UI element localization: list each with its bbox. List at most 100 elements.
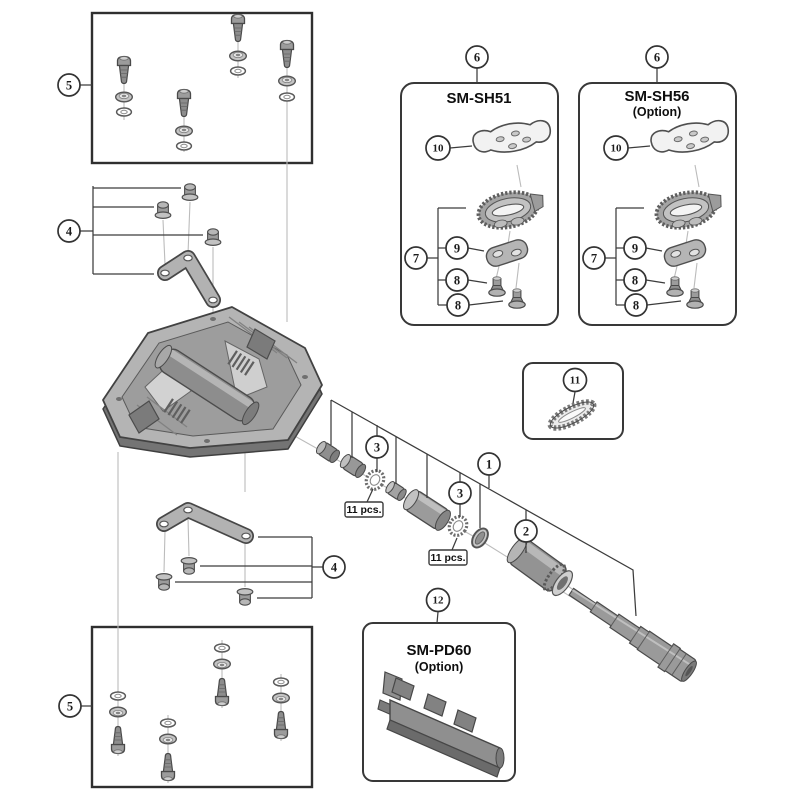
svg-text:4: 4 (66, 225, 73, 239)
svg-text:8: 8 (632, 274, 638, 288)
callout-10-sh51: 10 (425, 135, 451, 161)
spacer (385, 480, 407, 502)
svg-text:5: 5 (66, 79, 72, 93)
callout-5-bottom: 5 (58, 694, 82, 718)
callout-9-sh56: 9 (623, 236, 647, 260)
svg-text:2: 2 (523, 525, 529, 539)
dome-washer (174, 125, 194, 137)
upper-stabilizer-group (154, 183, 222, 308)
flange-nut (155, 572, 173, 591)
callout-7-sh56: 7 (582, 246, 606, 270)
callout-3-second: 3 (448, 481, 472, 505)
svg-text:8: 8 (455, 299, 461, 313)
flange-nut (180, 556, 198, 575)
flat-washer (159, 718, 177, 728)
stabilizer-plate (157, 250, 221, 308)
qty-label-text: 11 pcs. (346, 504, 381, 516)
callout-6-sh51: 6 (465, 45, 489, 69)
callout-4-bottom: 4 (322, 555, 346, 579)
pedal-axle-barrel (154, 344, 260, 426)
dome-washer (272, 692, 290, 704)
qty-label-text: 11 pcs. (430, 552, 465, 564)
flat-washer (175, 141, 193, 151)
binding-spring (227, 350, 255, 376)
callout-8a-sh51: 8 (445, 268, 469, 292)
sm-sh56-title: SM-SH56 (624, 88, 689, 105)
svg-text:9: 9 (454, 242, 460, 256)
leader-lines-sh56 (605, 68, 682, 306)
svg-text:8: 8 (454, 274, 460, 288)
svg-text:8: 8 (633, 299, 639, 313)
callout-2: 2 (514, 519, 538, 543)
svg-text:12: 12 (433, 595, 445, 607)
dome-washer (278, 75, 296, 87)
dome-washer (108, 706, 128, 718)
dust-cap-nut (315, 440, 341, 464)
callout-4-top: 4 (57, 219, 81, 243)
dome-washer (114, 91, 134, 103)
sm-pd60-subtitle: (Option) (415, 660, 464, 674)
leader-lines-boxes (436, 391, 576, 624)
binding-clip (128, 400, 160, 434)
callout-8b-sh51: 8 (446, 293, 470, 317)
leader-lines-left-brackets (80, 84, 323, 707)
flat-washer (115, 107, 133, 117)
reflector-unit (377, 671, 505, 778)
flat-washer (213, 643, 231, 653)
pedal-body (102, 306, 323, 458)
top-screw-kit-box (90, 11, 314, 165)
flange-nut (236, 587, 254, 606)
leader-lines-sh51 (427, 68, 504, 306)
callout-1: 1 (477, 452, 501, 476)
dome-washer (228, 50, 248, 62)
binding-spring (163, 398, 191, 424)
svg-text:10: 10 (611, 143, 623, 155)
qty-label: 11 pcs. (428, 549, 468, 566)
callout-8a-sh56: 8 (623, 268, 647, 292)
dome-washer (212, 658, 232, 670)
svg-text:7: 7 (413, 252, 419, 266)
axle-shaft (568, 587, 697, 682)
inner-sleeve (403, 489, 451, 531)
callout-10-sh56: 10 (603, 135, 629, 161)
flange-nut (181, 183, 199, 201)
callout-5-top: 5 (57, 73, 81, 97)
callout-8b-sh56: 8 (624, 293, 648, 317)
svg-text:9: 9 (632, 242, 638, 256)
chain-link-gauge (547, 399, 597, 431)
bearing-cup (471, 527, 489, 549)
sm-pd60-title: SM-PD60 (406, 642, 471, 659)
sm-sh51-title: SM-SH51 (446, 90, 511, 107)
svg-text:11: 11 (570, 375, 580, 387)
svg-text:4: 4 (331, 561, 338, 575)
svg-text:5: 5 (67, 700, 73, 714)
flat-washer (278, 92, 296, 102)
callout-3-first: 3 (365, 435, 389, 459)
svg-text:3: 3 (374, 441, 380, 455)
lower-stabilizer-group (155, 502, 254, 606)
flat-washer (109, 691, 127, 701)
lock-bushing (506, 537, 574, 597)
svg-text:10: 10 (433, 143, 445, 155)
callout-11: 11 (562, 367, 588, 393)
callout-6-sh56: 6 (645, 45, 669, 69)
axle-assembly (315, 440, 697, 682)
flange-nut (154, 201, 172, 219)
svg-text:6: 6 (654, 51, 660, 65)
centerlines (117, 15, 700, 783)
qty-label: 11 pcs. (344, 501, 384, 518)
flange-nut (204, 228, 222, 246)
dome-washer (158, 733, 178, 745)
leader-lines-axle (330, 399, 637, 617)
callout-12: 12 (425, 587, 451, 613)
sm-sh56-subtitle: (Option) (633, 105, 682, 119)
stabilizer-plate (156, 502, 254, 544)
svg-text:7: 7 (591, 252, 597, 266)
svg-text:1: 1 (486, 458, 492, 472)
binding-clip (246, 328, 276, 360)
callout-9-sh51: 9 (445, 236, 469, 260)
flat-washer (272, 677, 290, 687)
callout-7-sh51: 7 (404, 246, 428, 270)
